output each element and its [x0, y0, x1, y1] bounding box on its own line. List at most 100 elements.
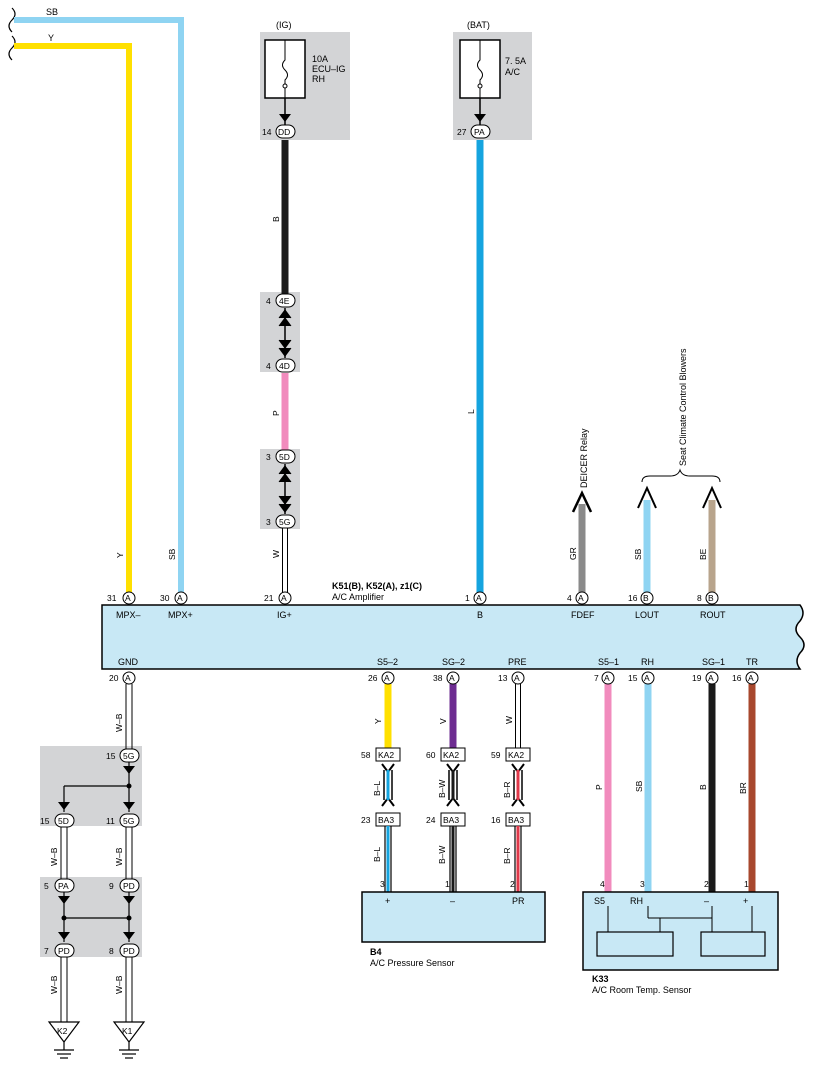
terminal-mpx-minus: A 31 MPX–	[107, 591, 141, 620]
terminal-fdef: A 4 FDEF	[567, 591, 595, 620]
svg-text:PD: PD	[58, 946, 70, 956]
svg-text:16: 16	[628, 593, 638, 603]
fuse-ig-element	[282, 40, 288, 98]
rs-term-plus: +	[743, 896, 748, 906]
shield-link-bl	[381, 763, 395, 807]
ps-term-pr: PR	[512, 896, 525, 906]
svg-text:LOUT: LOUT	[635, 610, 660, 620]
svg-text:A: A	[281, 593, 287, 603]
svg-text:15: 15	[106, 751, 116, 761]
svg-text:15: 15	[628, 673, 638, 683]
shield-br-label: B–R	[502, 781, 512, 798]
svg-text:8: 8	[697, 593, 702, 603]
shield-link-bw	[446, 763, 460, 807]
svg-text:FDEF: FDEF	[571, 610, 595, 620]
ps-term-minus: –	[450, 896, 455, 906]
link-5d-arrow	[278, 465, 292, 483]
connector-ka2-58: KA2 58	[361, 747, 401, 762]
svg-text:A: A	[604, 673, 610, 683]
wire-wb-ground-right-1	[125, 827, 133, 880]
lout-arrow	[637, 485, 657, 509]
svg-text:KA2: KA2	[508, 750, 524, 760]
connector-ka2-59: KA2 59	[491, 747, 531, 762]
svg-text:14: 14	[262, 127, 272, 137]
link-5g-arrow	[278, 495, 292, 513]
rs-pin-2: 2	[704, 879, 709, 889]
svg-text:4: 4	[567, 593, 572, 603]
top-wire-y-label: Y	[48, 33, 54, 43]
svg-text:59: 59	[491, 750, 501, 760]
wire-wb-gnd	[125, 684, 133, 750]
terminal-pre: A 13	[498, 671, 525, 685]
svg-text:K1: K1	[122, 1026, 133, 1036]
svg-text:24: 24	[426, 815, 436, 825]
wire-wb-ground-left-1	[60, 827, 68, 880]
svg-text:16: 16	[732, 673, 742, 683]
ps-term-plus: +	[385, 896, 390, 906]
svg-text:A: A	[514, 673, 520, 683]
svg-text:38: 38	[433, 673, 443, 683]
svg-text:ROUT: ROUT	[700, 610, 726, 620]
wire-wb-ground-right-1-label: W–B	[114, 847, 124, 866]
fuse-bat-node	[477, 83, 483, 89]
svg-text:4: 4	[266, 361, 271, 371]
label-s5-2: S5–2	[377, 657, 398, 667]
svg-text:PD: PD	[123, 881, 135, 891]
svg-text:A: A	[125, 673, 131, 683]
room-sensor-code: K33	[592, 974, 609, 984]
terminal-tr: A 16	[732, 671, 759, 685]
svg-text:7: 7	[594, 673, 599, 683]
ground-splice-dot-right	[126, 915, 132, 921]
wire-w-ig-label: W	[271, 550, 281, 558]
deicer-relay-label: DEICER Relay	[579, 428, 589, 488]
rs-term-minus: –	[704, 896, 709, 906]
svg-text:A: A	[644, 673, 650, 683]
svg-text:5G: 5G	[279, 517, 290, 527]
svg-text:58: 58	[361, 750, 371, 760]
room-sensor-element-right	[700, 931, 766, 957]
wire-bw-sensor	[449, 826, 457, 892]
svg-text:4D: 4D	[279, 361, 290, 371]
shield-bw-label: B–W	[437, 780, 447, 798]
svg-text:BA3: BA3	[508, 815, 524, 825]
ps-pin-3: 3	[380, 879, 385, 889]
connector-fuse-ig: DD 14	[262, 124, 296, 139]
ground-splice-dot-upper	[126, 783, 132, 789]
svg-text:B: B	[643, 593, 649, 603]
label-gnd: GND	[118, 657, 139, 667]
connector-ba3-23: BA3 23	[361, 812, 401, 827]
connector-gnd-5g-top: 5G 15	[106, 748, 140, 763]
wire-b-ig-label: B	[271, 216, 281, 222]
wire-br-tr-label: BR	[738, 782, 748, 794]
top-wire-sb-label: SB	[46, 7, 58, 17]
terminal-sg-1: A 19	[692, 671, 719, 685]
svg-text:5: 5	[44, 881, 49, 891]
svg-text:23: 23	[361, 815, 371, 825]
svg-text:BA3: BA3	[443, 815, 459, 825]
seat-blowers-brace	[641, 468, 721, 483]
ps-pin-1: 1	[445, 879, 450, 889]
fuse-ig-node	[282, 83, 288, 89]
svg-text:K2: K2	[57, 1026, 68, 1036]
wire-y-label: Y	[115, 552, 125, 558]
connector-fuse-bat: PA 27	[457, 124, 491, 139]
svg-text:4: 4	[266, 296, 271, 306]
terminal-s5-1: A 7	[594, 671, 615, 685]
connector-ba3-16: BA3 16	[491, 812, 531, 827]
ground-arrow-5d	[58, 802, 70, 810]
wire-bl-sensor	[384, 826, 392, 892]
fuse-ig-rating: 10A	[312, 54, 328, 64]
svg-text:31: 31	[107, 593, 117, 603]
fuse-bat-element	[477, 40, 483, 98]
svg-text:21: 21	[264, 593, 274, 603]
svg-text:30: 30	[160, 593, 170, 603]
connector-gnd-pd-8: PD 8	[109, 943, 140, 958]
svg-text:KA2: KA2	[443, 750, 459, 760]
label-tr: TR	[746, 657, 758, 667]
svg-text:A: A	[384, 673, 390, 683]
svg-text:A: A	[578, 593, 584, 603]
wire-sb-label: SB	[167, 548, 177, 560]
connector-5d: 5D 3	[266, 449, 296, 464]
wire-bl-sensor-label: B–L	[372, 847, 382, 862]
